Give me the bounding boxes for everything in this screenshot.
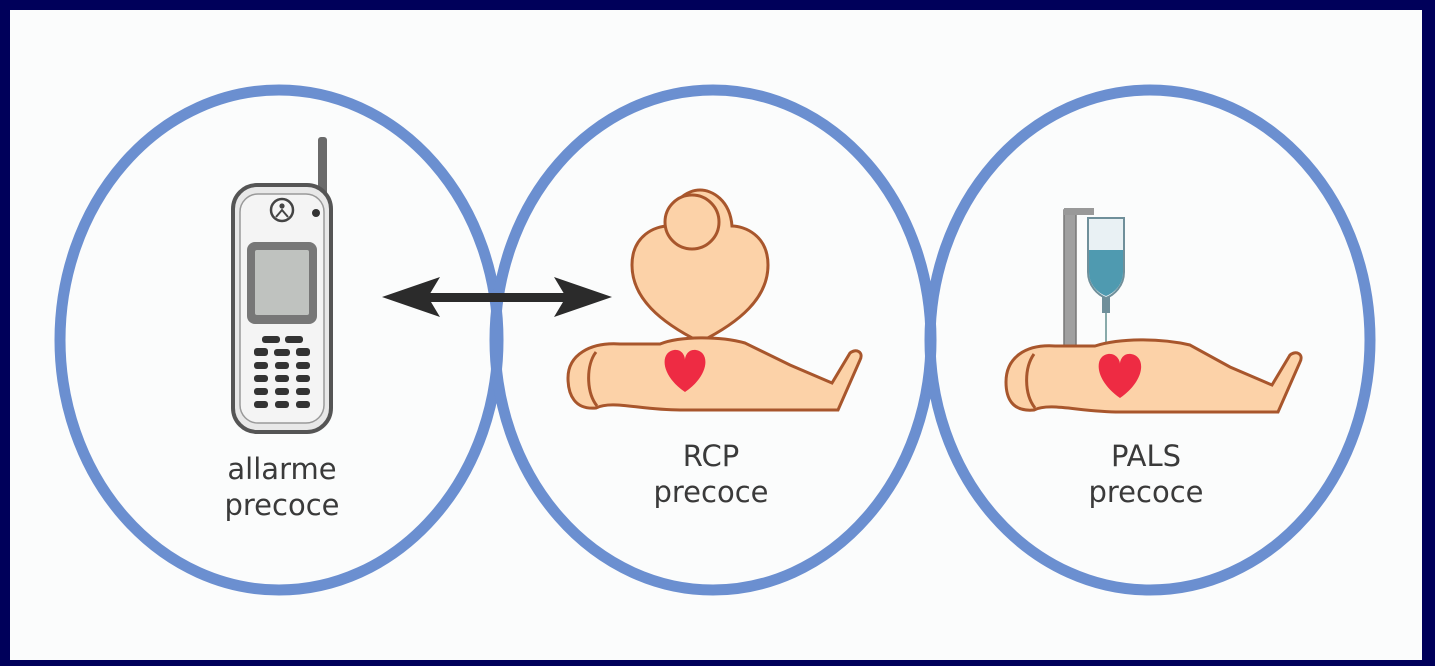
chain-of-survival-diagram: allarme precoce RCP precoce PALS precoce [10,10,1422,660]
step-1-title: allarme [227,452,336,486]
step-3-subtitle: precoce [1088,475,1203,509]
step-2-title: RCP [683,439,739,473]
cpr-compression-icon [568,190,861,410]
diagram-canvas: allarme precoce RCP precoce PALS precoce [10,10,1422,660]
iv-drip-patient-icon [1006,208,1301,412]
mobile-phone-icon [233,137,331,432]
step-3-title: PALS [1111,439,1181,473]
step-2-subtitle: precoce [653,475,768,509]
step-1-subtitle: precoce [224,488,339,522]
